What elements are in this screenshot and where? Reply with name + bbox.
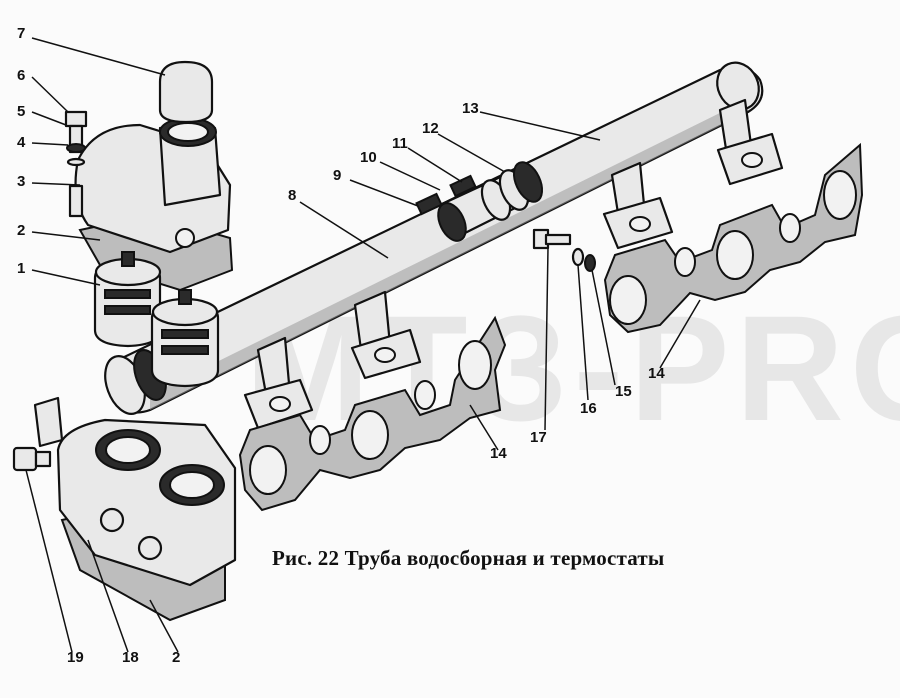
- water-pipe: [104, 61, 764, 415]
- label-12: 12: [422, 120, 439, 137]
- label-4: 4: [17, 134, 26, 151]
- gasket-upper: [603, 142, 864, 334]
- thermostat-housing: [33, 396, 237, 622]
- label-9: 9: [333, 167, 341, 184]
- label-6: 6: [17, 67, 25, 84]
- drain-plug: [12, 446, 52, 472]
- pipe-outlets: [243, 98, 784, 430]
- label-14-lower: 14: [490, 445, 507, 462]
- label-7: 7: [17, 25, 25, 42]
- thermostat-cover: [74, 60, 234, 292]
- thermostats: [93, 251, 220, 388]
- part-numbers: 7 6 5 4 3 2 1 8 9 10 11 12 13 14 14 15 1…: [17, 25, 665, 666]
- label-5: 5: [17, 103, 25, 120]
- leader-lines: [25, 37, 701, 653]
- label-3: 3: [17, 173, 25, 190]
- label-17: 17: [530, 429, 547, 446]
- label-18: 18: [122, 649, 139, 666]
- label-1: 1: [17, 260, 25, 277]
- label-10: 10: [360, 149, 377, 166]
- bolt-assembly-upper: [64, 110, 88, 218]
- label-14-upper: 14: [648, 365, 665, 382]
- bolt-assembly-right: [532, 228, 596, 272]
- label-15: 15: [615, 383, 632, 400]
- label-13: 13: [462, 100, 479, 117]
- label-16: 16: [580, 400, 597, 417]
- label-2-bottom: 2: [172, 649, 180, 666]
- label-11: 11: [392, 135, 408, 152]
- figure-caption: Рис. 22 Труба водосборная и термостаты: [272, 546, 665, 570]
- gasket-lower: [238, 315, 507, 512]
- cap-7: [158, 60, 214, 124]
- label-2-top: 2: [17, 222, 25, 239]
- label-19: 19: [67, 649, 84, 666]
- label-8: 8: [288, 187, 296, 204]
